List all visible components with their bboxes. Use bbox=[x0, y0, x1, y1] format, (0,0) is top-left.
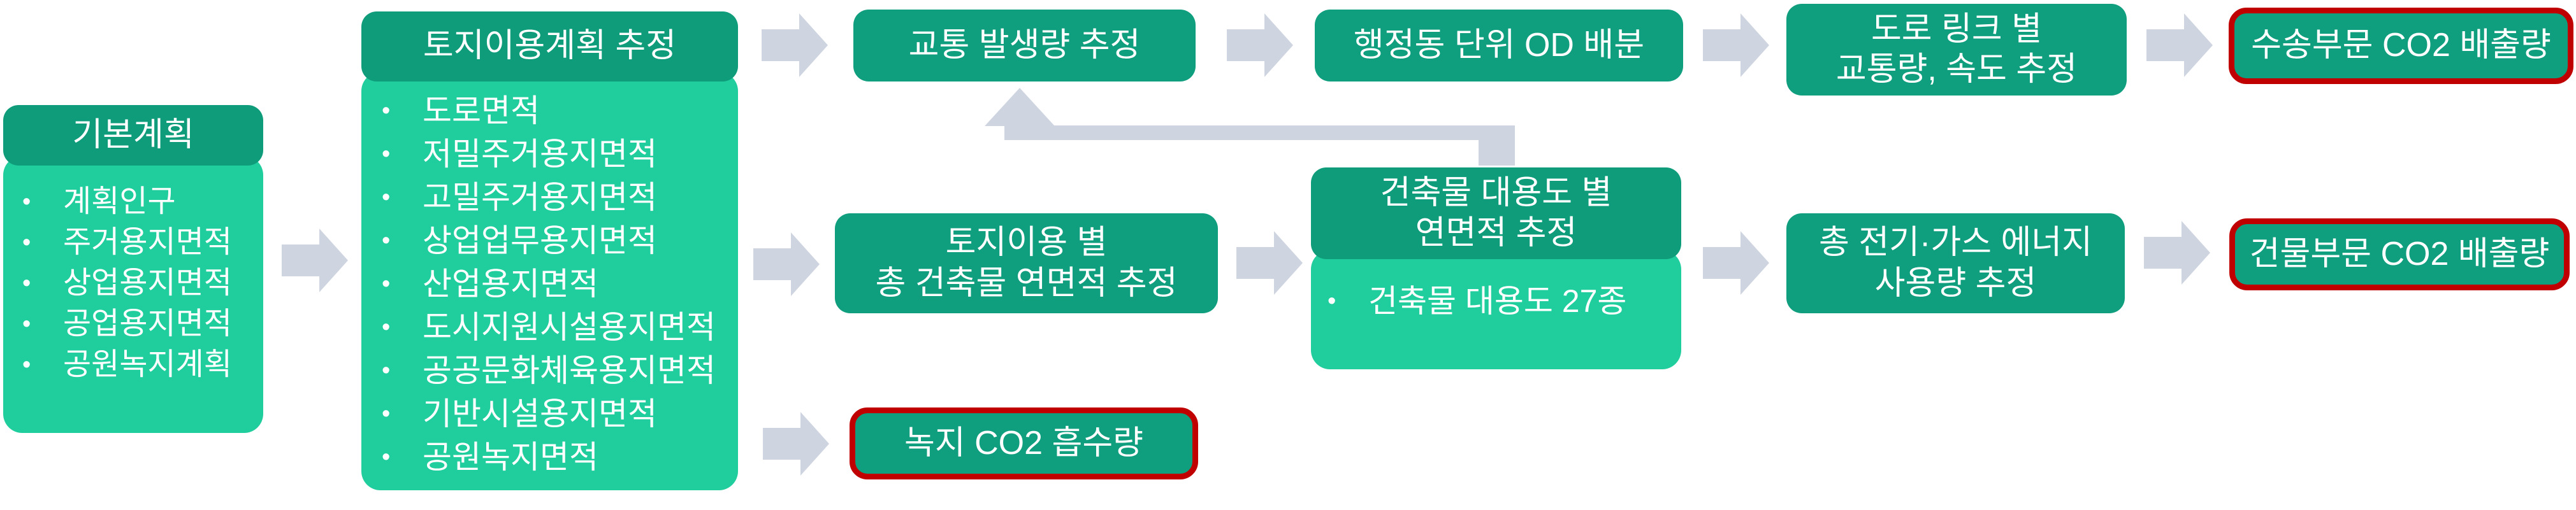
bullet-text: 상업업무용지면적 bbox=[423, 223, 657, 259]
landuse-plan-title: 토지이용계획 추정 bbox=[361, 11, 738, 81]
arrow-head-icon bbox=[1740, 231, 1769, 295]
feedback-connector-vertical bbox=[1479, 139, 1515, 166]
arrow-shaft bbox=[763, 428, 800, 460]
landuse-plan-items: •도로면적•저밀주거용지면적•고밀주거용지면적•상업업무용지면적•산업용지면적•… bbox=[361, 72, 738, 490]
od-distribution-box: 행정동 단위 OD 배분 bbox=[1315, 10, 1683, 81]
building-co2-box: 건물부문 CO2 배출량 bbox=[2229, 218, 2570, 290]
bullet-icon: • bbox=[382, 400, 391, 427]
bullet-text: 공공문화체육용지면적 bbox=[423, 353, 716, 388]
bullet-icon: • bbox=[382, 443, 391, 471]
list-item: • 주거용지면적 bbox=[16, 227, 258, 258]
arrow-head-icon bbox=[1740, 13, 1769, 77]
arrow-landuse-to-greenco2 bbox=[763, 412, 829, 476]
floor-area-by-landuse-box: 토지이용 별 총 건축물 연면적 추정 bbox=[835, 213, 1218, 313]
bullet-text: 저밀주거용지면적 bbox=[423, 136, 657, 172]
bullet-text: 산업용지면적 bbox=[423, 266, 598, 302]
list-item: • 상업업무용지면적 bbox=[375, 225, 733, 257]
bullet-icon: • bbox=[22, 188, 31, 215]
bullet-icon: • bbox=[382, 183, 391, 211]
arrow-head-icon bbox=[319, 229, 348, 292]
arrow-head-icon bbox=[791, 232, 820, 296]
bullet-icon: • bbox=[382, 227, 391, 254]
arrow-head-icon bbox=[2184, 13, 2213, 77]
arrow-shaft bbox=[1703, 247, 1740, 279]
floor-area-by-use-items: • 건축물 대용도 27종 bbox=[1311, 250, 1681, 369]
road-link-box: 도로 링크 별 교통량, 속도 추정 bbox=[1786, 4, 2127, 96]
arrow-energy-to-buildingco2 bbox=[2144, 221, 2210, 285]
list-item: • 산업용지면적 bbox=[375, 268, 733, 300]
list-item: • 건축물 대용도 27종 bbox=[1321, 285, 1676, 317]
arrow-head-icon bbox=[2182, 221, 2210, 285]
basic-plan-title: 기본계획 bbox=[3, 105, 263, 166]
arrow-roadlink-to-transportco2 bbox=[2146, 13, 2213, 77]
arrow-head-icon bbox=[1264, 13, 1293, 77]
list-item: • 공원녹지면적 bbox=[375, 441, 733, 473]
arrow-basicplan-to-landuse bbox=[282, 229, 348, 292]
bullet-text: 기반시설용지면적 bbox=[423, 396, 657, 432]
floor-area-by-use-title: 건축물 대용도 별 연면적 추정 bbox=[1311, 167, 1681, 259]
list-item: • 저밀주거용지면적 bbox=[375, 138, 733, 170]
landuse-plan-panel: •도로면적•저밀주거용지면적•고밀주거용지면적•상업업무용지면적•산업용지면적•… bbox=[361, 11, 738, 490]
list-item: • 공원녹지계획 bbox=[16, 350, 258, 380]
arrow-head-icon bbox=[1274, 231, 1303, 295]
feedback-arrow-head-icon bbox=[985, 88, 1055, 126]
feedback-connector-horizontal bbox=[1004, 125, 1515, 140]
bullet-icon: • bbox=[382, 140, 391, 167]
list-item: • 도시지원시설용지면적 bbox=[375, 311, 733, 343]
list-item: • 도로면적 bbox=[375, 95, 733, 127]
basic-plan-panel: • 계획인구 • 주거용지면적 • 상업용지면적 • 공업용지면적 • 공원녹지계획 기본계획 bbox=[3, 105, 263, 433]
list-item: • 공업용지면적 bbox=[16, 309, 258, 339]
bullet-text: 상업용지면적 bbox=[63, 266, 232, 300]
list-item: • 고밀주거용지면적 bbox=[375, 181, 733, 213]
list-item: • 공공문화체육용지면적 bbox=[375, 355, 733, 386]
bullet-icon: • bbox=[382, 357, 391, 384]
arrow-shaft bbox=[2144, 237, 2182, 269]
bullet-text: 공업용지면적 bbox=[63, 307, 232, 341]
bullet-text: 주거용지면적 bbox=[63, 225, 232, 259]
bullet-icon: • bbox=[1328, 287, 1336, 315]
transport-co2-box: 수송부문 CO2 배출량 bbox=[2229, 8, 2573, 84]
arrow-shaft bbox=[1227, 29, 1264, 61]
arrow-head-icon bbox=[799, 13, 828, 77]
bullet-text: 도로면적 bbox=[423, 93, 540, 129]
bullet-icon: • bbox=[22, 310, 31, 337]
arrow-buildinguse-to-energy bbox=[1703, 231, 1769, 295]
bullet-text: 도시지원시설용지면적 bbox=[423, 309, 716, 345]
bullet-icon: • bbox=[22, 269, 31, 297]
arrow-floorarea-to-buildinguse bbox=[1236, 231, 1303, 295]
arrow-shaft bbox=[282, 244, 319, 276]
bullet-icon: • bbox=[382, 97, 391, 124]
bullet-text: 고밀주거용지면적 bbox=[423, 180, 657, 215]
list-item: • 상업용지면적 bbox=[16, 268, 258, 299]
list-item: • 기반시설용지면적 bbox=[375, 398, 733, 430]
energy-use-box: 총 전기·가스 에너지 사용량 추정 bbox=[1786, 213, 2125, 313]
bullet-text: 공원녹지계획 bbox=[63, 348, 232, 381]
arrow-landuse-to-floorarea bbox=[753, 232, 820, 296]
traffic-generation-box: 교통 발생량 추정 bbox=[853, 10, 1196, 81]
arrow-shaft bbox=[1236, 247, 1274, 279]
bullet-text: 계획인구 bbox=[63, 185, 176, 218]
green-co2-box: 녹지 CO2 흡수량 bbox=[850, 407, 1198, 479]
arrow-shaft bbox=[1703, 29, 1740, 61]
bullet-icon: • bbox=[382, 270, 391, 297]
list-item: • 계획인구 bbox=[16, 187, 258, 217]
bullet-icon: • bbox=[382, 313, 391, 341]
bullet-icon: • bbox=[22, 229, 31, 256]
bullet-text: 공원녹지면적 bbox=[423, 439, 598, 475]
arrow-shaft bbox=[753, 248, 791, 280]
arrow-traffic-to-od bbox=[1227, 13, 1293, 77]
arrow-head-icon bbox=[800, 412, 829, 476]
bullet-icon: • bbox=[22, 351, 31, 378]
arrow-landuse-to-traffic bbox=[762, 13, 828, 77]
floor-area-by-use-panel: • 건축물 대용도 27종 건축물 대용도 별 연면적 추정 bbox=[1311, 167, 1681, 369]
arrow-od-to-roadlink bbox=[1703, 13, 1769, 77]
arrow-shaft bbox=[762, 29, 799, 61]
basic-plan-items: • 계획인구 • 주거용지면적 • 상업용지면적 • 공업용지면적 • 공원녹지계획 bbox=[3, 156, 263, 433]
arrow-shaft bbox=[2146, 29, 2184, 61]
bullet-text: 건축물 대용도 27종 bbox=[1368, 283, 1627, 319]
